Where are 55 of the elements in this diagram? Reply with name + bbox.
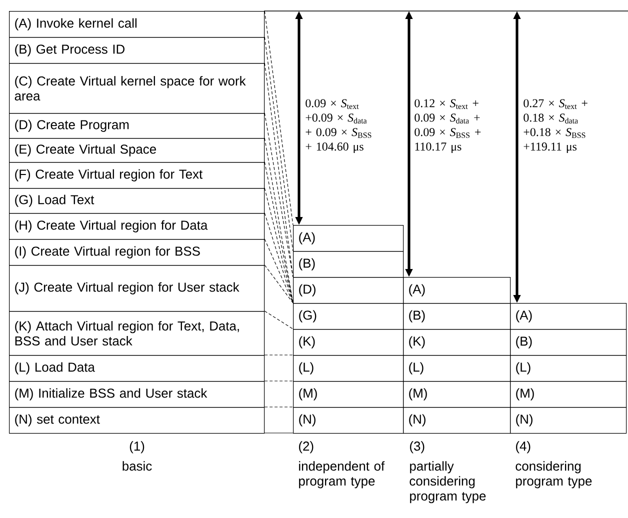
column-caption: basic (122, 461, 152, 471)
step-box: (F) Create Virtual region for Text (9, 162, 265, 189)
step-box: (N) (293, 407, 404, 434)
step-box: (E) Create Virtual Space (9, 138, 265, 163)
step-box: (J) Create Virtual region for User stack (9, 265, 265, 312)
formula-label: 0.09 × S$_{text}$ +0.09 × S$_{data}$ + 0.09 × S$_{BSS}$ + 104.60 μs (306, 99, 372, 154)
mapping-line (264, 354, 294, 356)
step-box: (I) Create Virtual region for BSS (9, 239, 265, 266)
step-box: (A) (510, 303, 627, 330)
mapping-line (264, 188, 294, 304)
step-box: (C) Create Virtual kernel space for work area (9, 63, 265, 114)
step-box: (K) Attach Virtual region for Text, Data, BSS and User stack (9, 311, 265, 356)
mapping-line (264, 380, 294, 382)
mapping-line (264, 310, 294, 330)
step-box: (N) (510, 407, 627, 434)
step-box: (B) (510, 329, 627, 356)
step-box: (D) (293, 277, 404, 304)
step-box: (H) Create Virtual region for Data (9, 213, 265, 240)
mapping-line (264, 112, 294, 278)
step-box: (N) (403, 407, 511, 434)
step-box: (M) (403, 381, 511, 408)
step-box: (B) Get Process ID (9, 37, 265, 64)
mapping-line (264, 264, 294, 304)
formula-label: 0.27 × S$_{text}$ + 0.18 × S$_{data}$ +0.18 × S$_{BSS}$ +119.11 μs (524, 99, 588, 154)
step-box: (L) (293, 355, 404, 382)
mapping-line (264, 238, 294, 304)
step-box: (D) Create Program (9, 113, 265, 139)
step-box: (A) (293, 225, 404, 252)
column-caption: independent of program type (299, 461, 385, 488)
column-caption: (3) (410, 441, 424, 454)
mapping-line (264, 10, 294, 226)
step-box: (A) (403, 277, 511, 304)
step-box: (L) (510, 355, 627, 382)
mapping-line (264, 406, 294, 408)
column-caption: partially considering program type (410, 461, 486, 504)
step-box: (M) Initialize BSS and User stack (9, 381, 265, 408)
mapping-line (264, 36, 294, 252)
column-caption: (1) (130, 441, 144, 454)
step-box: (L) Load Data (9, 355, 265, 382)
column-caption: (2) (299, 441, 314, 454)
column-caption: considering program type (516, 461, 592, 488)
step-box: (L) (403, 355, 511, 382)
step-box: (G) Load Text (9, 188, 265, 214)
step-box: (G) (293, 303, 404, 330)
step-box: (M) (293, 381, 404, 408)
column-caption: (4) (516, 441, 530, 454)
step-box: (B) (293, 251, 404, 278)
step-box: (M) (510, 381, 627, 408)
formula-label: 0.12 × S$_{text}$ + 0.09 × S$_{data}$ + 0.09 × S$_{BSS}$ + 110.17 μs (414, 99, 481, 154)
step-box: (A) Invoke kernel call (9, 11, 265, 38)
mapping-line (264, 212, 294, 304)
step-box: (B) (403, 303, 511, 330)
step-box: (N) set context (9, 407, 265, 434)
step-box: (K) (293, 329, 404, 356)
step-box: (K) (403, 329, 511, 356)
